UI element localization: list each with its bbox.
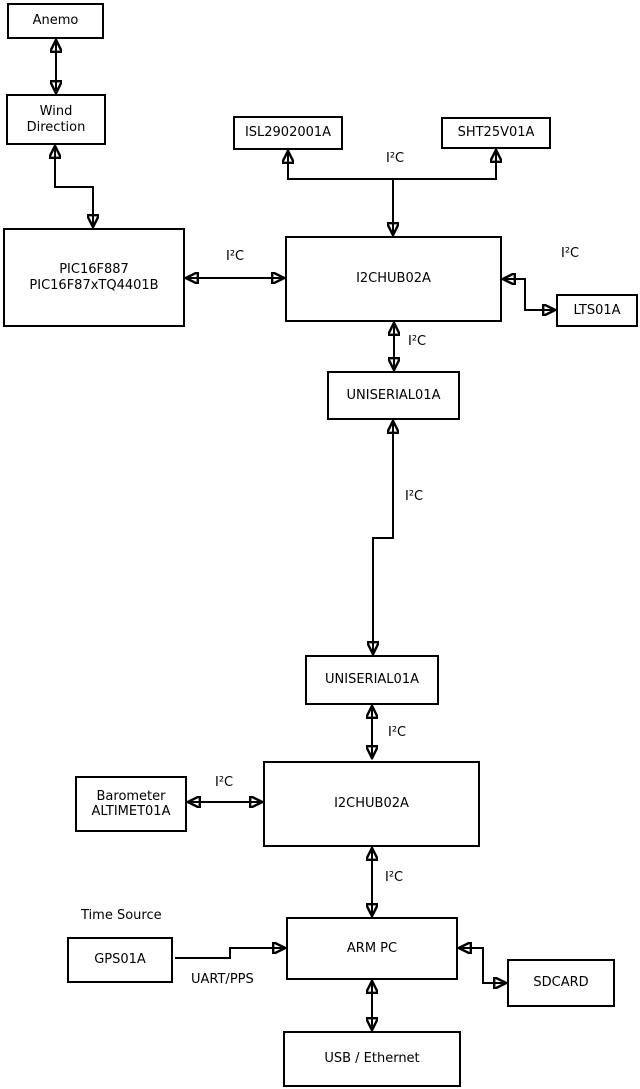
edge-label-i2c-hub1-lts: I²C xyxy=(561,246,580,261)
node-i2chub02a-lower-label: I2CHUB02A xyxy=(334,796,409,812)
edge-label-i2c-uniserial2-hub2: I²C xyxy=(388,725,407,740)
node-barometer-label-line1: Barometer xyxy=(96,788,166,804)
node-gps01a: GPS01A xyxy=(67,937,173,983)
node-usb-ethernet-label: USB / Ethernet xyxy=(324,1051,420,1067)
node-uniserial01a-upper: UNISERIAL01A xyxy=(327,371,460,420)
node-barometer-altimet01a: Barometer ALTIMET01A xyxy=(75,776,187,832)
node-sdcard: SDCARD xyxy=(507,959,615,1007)
node-wind-direction: Wind Direction xyxy=(6,94,106,145)
edge-armpc-sdcard xyxy=(460,948,505,983)
node-pic16f887: PIC16F887 PIC16F87xTQ4401B xyxy=(3,228,185,327)
edge-gps-armpc xyxy=(175,948,284,959)
node-uniserial01a-upper-label: UNISERIAL01A xyxy=(346,387,441,403)
node-sht25v01a-label: SHT25V01A xyxy=(457,125,535,141)
node-arm-pc-label: ARM PC xyxy=(346,940,398,956)
label-time-source: Time Source xyxy=(81,908,162,923)
node-pic16f887-label-line2: PIC16F87xTQ4401B xyxy=(29,277,159,293)
node-lts01a: LTS01A xyxy=(556,294,638,327)
node-isl2902001a: ISL2902001A xyxy=(233,116,343,150)
node-lts01a-label: LTS01A xyxy=(573,302,621,318)
edge-label-i2c-hub1-uniserial1: I²C xyxy=(408,334,427,349)
node-sht25v01a: SHT25V01A xyxy=(441,117,551,149)
node-usb-ethernet: USB / Ethernet xyxy=(283,1031,461,1087)
node-i2chub02a-upper: I2CHUB02A xyxy=(285,236,502,322)
node-pic16f887-label-line1: PIC16F887 xyxy=(59,262,129,278)
edge-label-i2c-bus-top: I²C xyxy=(386,151,405,166)
edge-label-i2c-barometer-hub2: I²C xyxy=(215,775,234,790)
node-anemo-label: Anemo xyxy=(32,13,79,29)
edge-label-i2c-uniserial1-uniserial2: I²C xyxy=(405,489,424,504)
node-i2chub02a-lower: I2CHUB02A xyxy=(263,761,480,847)
node-wind-direction-label-line2: Direction xyxy=(26,119,86,135)
edge-uniserial1-uniserial2 xyxy=(373,422,393,653)
edge-i2chub1-lts xyxy=(504,279,554,310)
node-anemo: Anemo xyxy=(7,3,104,39)
node-isl2902001a-label: ISL2902001A xyxy=(244,125,332,141)
edge-label-i2c-pic-hub1: I²C xyxy=(226,249,245,264)
node-i2chub02a-upper-label: I2CHUB02A xyxy=(356,271,431,287)
node-uniserial01a-lower-label: UNISERIAL01A xyxy=(325,672,419,688)
edge-label-i2c-hub2-armpc: I²C xyxy=(385,870,404,885)
node-arm-pc: ARM PC xyxy=(286,917,458,980)
edge-winddirection-pic xyxy=(55,147,93,226)
node-barometer-label-line2: ALTIMET01A xyxy=(91,804,171,819)
node-uniserial01a-lower: UNISERIAL01A xyxy=(305,655,439,705)
edge-label-uart-pps: UART/PPS xyxy=(191,972,254,987)
node-sdcard-label: SDCARD xyxy=(533,975,589,991)
node-gps01a-label: GPS01A xyxy=(94,952,146,968)
node-wind-direction-label-line1: Wind xyxy=(39,104,73,120)
